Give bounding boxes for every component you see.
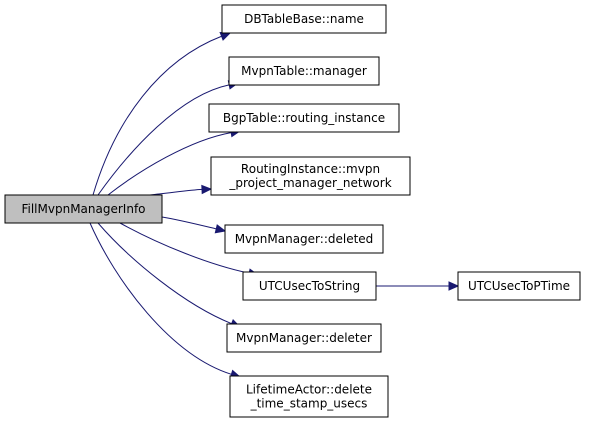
graph-node[interactable]: DBTableBase::name xyxy=(221,4,387,34)
node-box xyxy=(457,271,581,301)
node-label: BgpTable::routing_instance xyxy=(223,111,385,125)
node-box xyxy=(4,194,163,224)
node-label: RoutingInstance::mvpn xyxy=(241,162,380,176)
edge-line xyxy=(92,35,222,196)
node-label: _time_stamp_usecs xyxy=(250,397,368,411)
arrow-head-icon xyxy=(201,184,213,195)
node-label: MvpnTable::manager xyxy=(241,64,367,78)
edge-line xyxy=(119,222,250,274)
node-box xyxy=(210,156,411,196)
edge-n6-to-n9 xyxy=(375,281,460,291)
edge-root-to-n5 xyxy=(161,216,227,234)
node-box xyxy=(224,224,384,254)
edge-line xyxy=(89,222,232,375)
arrow-head-icon xyxy=(214,224,227,234)
graph-node[interactable]: MvpnManager::deleted xyxy=(224,224,384,254)
graph-node[interactable]: RoutingInstance::mvpn_project_manager_ne… xyxy=(210,156,411,196)
node-box xyxy=(242,271,377,301)
node-box xyxy=(221,4,387,34)
edge-root-to-n7 xyxy=(97,222,242,328)
edge-line xyxy=(161,216,217,230)
node-box xyxy=(228,56,380,86)
node-label: UTCUsecToPTime xyxy=(468,279,570,293)
graph-node[interactable]: MvpnManager::deleter xyxy=(226,323,382,353)
arrow-head-icon xyxy=(219,31,232,41)
node-box xyxy=(208,103,400,133)
graph-node[interactable]: UTCUsecToPTime xyxy=(457,271,581,301)
node-label: MvpnManager::deleted xyxy=(235,232,374,246)
graph-node[interactable]: LifetimeActor::delete_time_stamp_usecs xyxy=(229,375,389,418)
node-label: FillMvpnManagerInfo xyxy=(21,202,145,216)
graph-node[interactable]: UTCUsecToString xyxy=(242,271,377,301)
nodes-layer: FillMvpnManagerInfo DBTableBase::nameMvpn… xyxy=(4,4,581,418)
edge-line xyxy=(97,84,230,196)
node-label: DBTableBase::name xyxy=(244,12,364,26)
root-node[interactable]: FillMvpnManagerInfo xyxy=(4,194,163,224)
node-label: LifetimeActor::delete xyxy=(246,383,372,397)
edge-line xyxy=(149,188,203,196)
edge-root-to-n4 xyxy=(149,184,213,196)
graph-node[interactable]: BgpTable::routing_instance xyxy=(208,103,400,133)
arrow-head-icon xyxy=(448,281,460,291)
node-label: MvpnManager::deleter xyxy=(236,331,372,345)
edge-line xyxy=(107,132,232,196)
edge-line xyxy=(97,222,232,325)
edge-root-to-n8 xyxy=(89,222,242,379)
node-label: UTCUsecToString xyxy=(259,279,360,293)
node-box xyxy=(229,375,389,418)
node-label: _project_manager_network xyxy=(228,176,391,190)
node-box xyxy=(226,323,382,353)
graph-node[interactable]: MvpnTable::manager xyxy=(228,56,380,86)
